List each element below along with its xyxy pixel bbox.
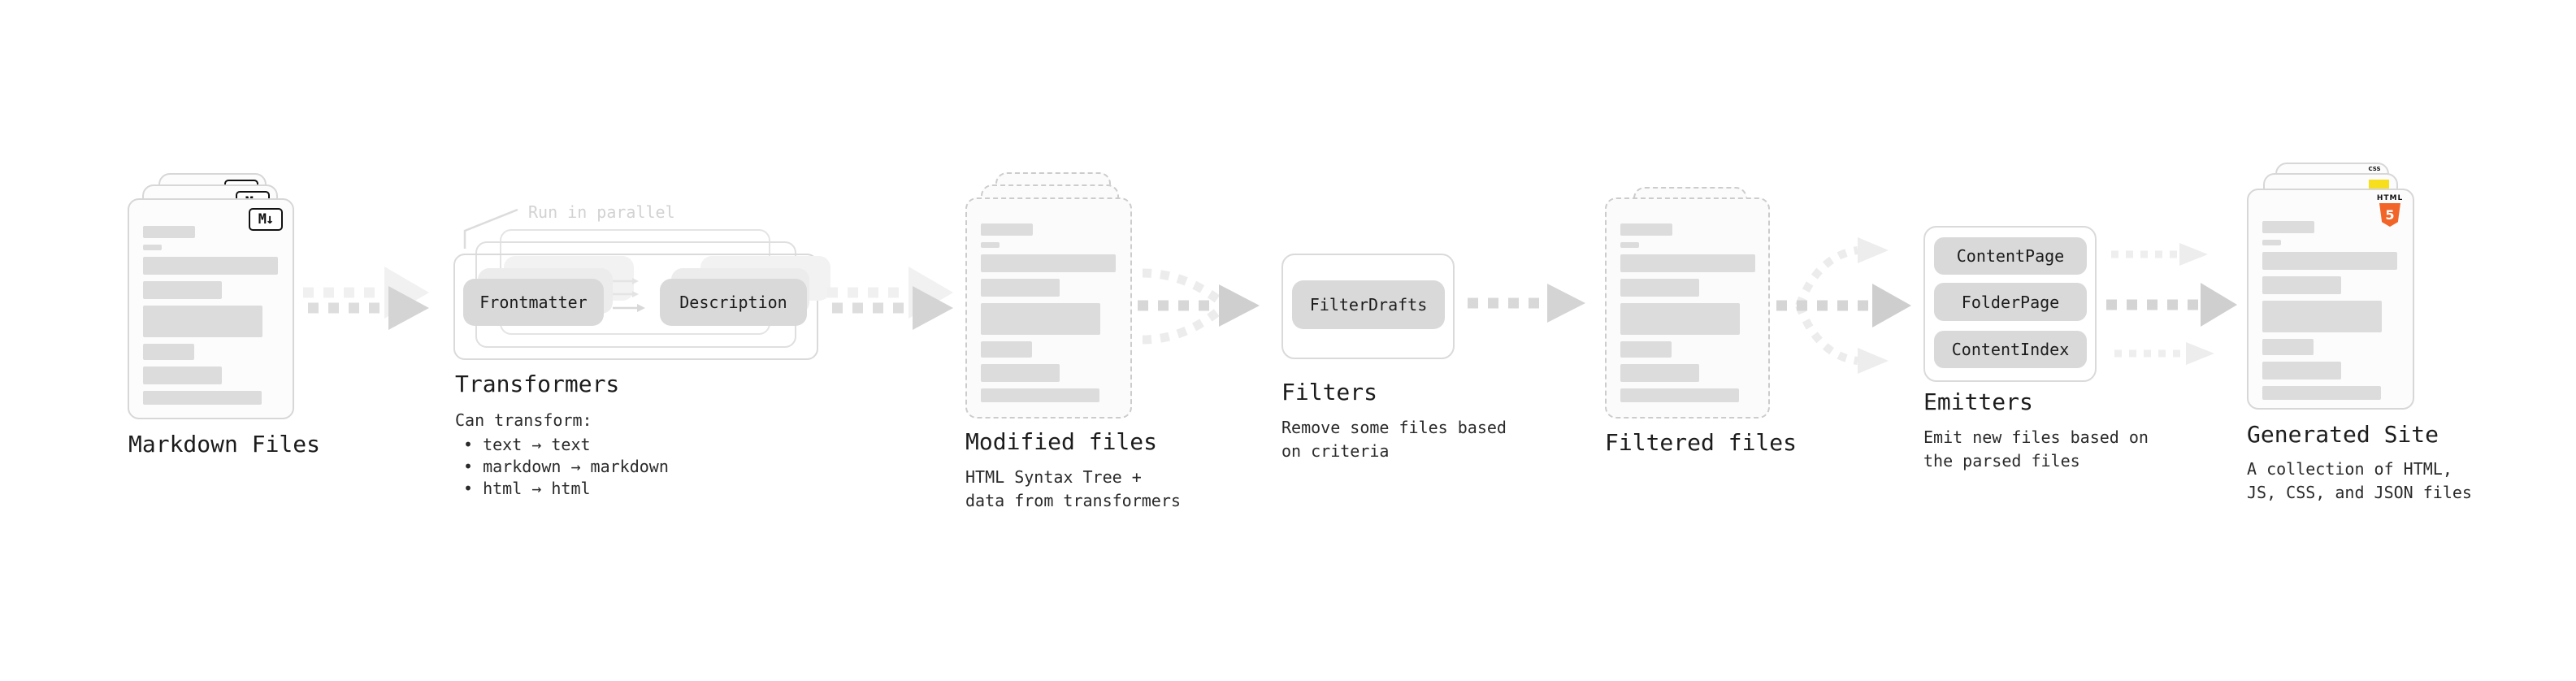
emitters-title: Emitters <box>1923 388 2033 415</box>
arrow-modified-to-filters <box>1138 268 1260 345</box>
markdown-file-card-front: M↓ <box>128 198 294 419</box>
js-file-icon <box>2369 180 2389 189</box>
transformer-frame-front <box>453 254 818 360</box>
filtered-files-title: Filtered files <box>1605 429 1798 456</box>
filters-caption: Remove some files based on criteria <box>1281 418 1507 461</box>
markdown-icon: M↓ <box>249 208 283 231</box>
filters-title: Filters <box>1281 379 1378 406</box>
bullet-markdown-to-markdown: • markdown → markdown <box>463 457 669 476</box>
generated-site-caption: A collection of HTML, JS, CSS, and JSON … <box>2247 459 2472 502</box>
transformer-node-description: Description <box>660 279 807 326</box>
modified-files-caption: HTML Syntax Tree + data from transformer… <box>965 467 1181 510</box>
markdown-files-title: Markdown Files <box>128 431 321 458</box>
bullet-html-to-html: • html → html <box>463 479 591 498</box>
emitter-node-contentpage: ContentPage <box>1934 237 2087 275</box>
modified-file-card-front <box>965 197 1132 419</box>
transformers-caption-intro: Can transform: <box>455 410 592 430</box>
html5-icon: HTML 5 <box>2371 194 2409 227</box>
generated-file-card-html: HTML 5 <box>2247 189 2414 410</box>
arrow-transformers-to-modified <box>827 267 953 330</box>
document-content-placeholder <box>143 226 279 405</box>
arrow-filters-to-filtered <box>1468 284 1585 323</box>
arrow-filtered-to-emitters <box>1776 237 1911 374</box>
parallel-arrows-icon <box>613 278 645 312</box>
modified-files-title: Modified files <box>965 428 1158 455</box>
arrow-emitters-to-generated <box>2106 243 2237 365</box>
filter-node-filterdrafts: FilterDrafts <box>1292 280 1445 329</box>
generated-site-title: Generated Site <box>2247 421 2439 448</box>
document-content-placeholder <box>2262 221 2399 400</box>
document-content-placeholder <box>981 223 1117 402</box>
emitter-node-folderpage: FolderPage <box>1934 283 2087 321</box>
run-in-parallel-bracket <box>463 208 518 249</box>
bullet-text-to-text: • text → text <box>463 435 591 454</box>
transformers-title: Transformers <box>455 371 620 397</box>
run-in-parallel-label: Run in parallel <box>528 202 675 222</box>
document-content-placeholder <box>1620 223 1755 402</box>
arrow-markdown-to-transformers <box>303 267 429 330</box>
emitter-node-contentindex: ContentIndex <box>1934 331 2087 368</box>
transformer-node-frontmatter: Frontmatter <box>463 279 604 326</box>
emitters-caption: Emit new files based on the parsed files <box>1923 427 2149 471</box>
filtered-file-card-front <box>1605 197 1770 419</box>
transformers-bullet-list: • text → text • markdown → markdown • ht… <box>463 434 669 500</box>
